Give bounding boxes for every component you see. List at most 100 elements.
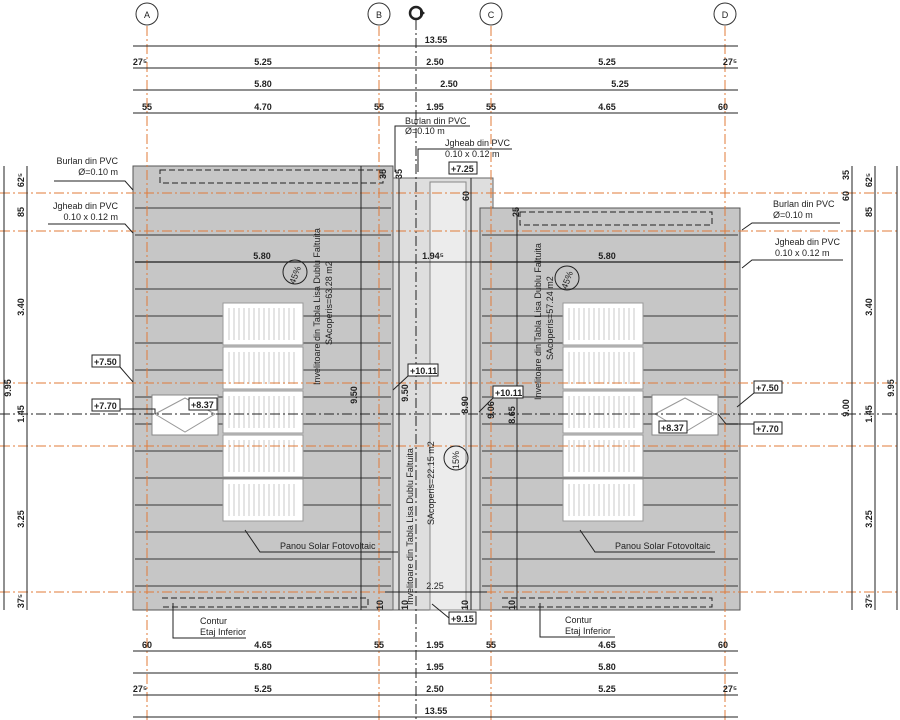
note-solar-right: Panou Solar Fotovoltaic: [579, 529, 715, 553]
svg-text:60: 60: [718, 640, 728, 650]
svg-text:1.95: 1.95: [426, 662, 444, 672]
svg-text:0.10 x 0.12 m: 0.10 x 0.12 m: [445, 149, 500, 159]
svg-text:5.80: 5.80: [598, 251, 616, 261]
note-jgheab-right: Jgheab din PVC 0.10 x 0.12 m: [741, 237, 843, 269]
note-burlan-left: Burlan din PVC Ø=0.10 m: [54, 156, 134, 191]
svg-text:Burlan din PVC: Burlan din PVC: [405, 116, 467, 126]
solar-panel: [222, 434, 304, 478]
svg-text:60: 60: [718, 102, 728, 112]
svg-text:SAcoperis=22.15 m2: SAcoperis=22.15 m2: [426, 441, 436, 525]
gutter-outline: [159, 169, 713, 608]
svg-text:5.25: 5.25: [254, 684, 272, 694]
svg-text:9.50: 9.50: [349, 386, 359, 404]
solar-panel: [562, 346, 644, 390]
svg-text:0.10 x 0.12 m: 0.10 x 0.12 m: [775, 248, 830, 258]
svg-text:+9.15: +9.15: [451, 614, 474, 624]
svg-text:55: 55: [486, 640, 496, 650]
svg-text:2.25: 2.25: [426, 581, 444, 591]
svg-text:13.55: 13.55: [425, 35, 448, 45]
solar-panel: [222, 390, 304, 434]
svg-text:85: 85: [16, 207, 26, 217]
svg-text:27⁵: 27⁵: [133, 684, 147, 694]
note-burlan-right: Burlan din PVC Ø=0.10 m: [741, 199, 840, 231]
svg-text:3.40: 3.40: [16, 298, 26, 316]
svg-text:+10.11: +10.11: [495, 388, 522, 398]
right-dimensions: 35 60 9.00 62⁵ 85 3.40 1.45 3.25 37⁵ 9.9…: [841, 166, 898, 610]
svg-text:5.80: 5.80: [254, 79, 272, 89]
svg-text:Contur: Contur: [200, 616, 227, 626]
svg-text:2.50: 2.50: [426, 684, 444, 694]
svg-text:25: 25: [511, 207, 521, 217]
svg-text:35: 35: [841, 170, 851, 180]
solar-panel: [562, 302, 644, 346]
svg-text:Contur: Contur: [565, 615, 592, 625]
svg-text:+7.50: +7.50: [756, 383, 779, 393]
svg-text:+8.37: +8.37: [661, 423, 684, 433]
svg-text:9.00: 9.00: [841, 399, 851, 417]
svg-text:9.50: 9.50: [400, 384, 410, 402]
top-dimensions: 13.55 27⁵ 5.25 2.50 5.25 27⁵ 5.80 2.50 5…: [133, 35, 738, 114]
level-markers: +7.25 +7.50 +7.70 +8.37 +7.50 +7.70 +8.3…: [91, 161, 783, 625]
solar-panel: [222, 346, 304, 390]
svg-text:2.50: 2.50: [426, 57, 444, 67]
left-dimensions: 9.95 62⁵ 85 3.40 1.45 3.25 37⁵: [3, 166, 28, 610]
svg-text:+7.25: +7.25: [451, 164, 474, 174]
svg-text:55: 55: [486, 102, 496, 112]
svg-text:1.45: 1.45: [864, 405, 874, 423]
solar-panel: [562, 390, 644, 434]
svg-text:1.95: 1.95: [426, 102, 444, 112]
svg-text:SAcoperis=63.28 m2: SAcoperis=63.28 m2: [324, 261, 334, 345]
svg-text:C: C: [488, 10, 495, 20]
svg-text:Ø=0.10 m: Ø=0.10 m: [405, 126, 445, 136]
svg-text:Etaj Inferior: Etaj Inferior: [565, 626, 611, 636]
grid-bubble-b: B: [367, 2, 391, 26]
svg-text:Invelitoare din Tabla Lisa Dub: Invelitoare din Tabla Lisa Dublu Faltuit…: [312, 228, 322, 385]
svg-text:55: 55: [142, 102, 152, 112]
svg-text:1.94⁵: 1.94⁵: [422, 251, 444, 261]
grid-bubble-c: C: [479, 2, 503, 26]
svg-text:4.70: 4.70: [254, 102, 272, 112]
svg-text:85: 85: [864, 207, 874, 217]
svg-text:+7.70: +7.70: [756, 424, 779, 434]
svg-text:A: A: [144, 10, 150, 20]
svg-text:4.65: 4.65: [598, 102, 616, 112]
slope-mid: 15%: [443, 445, 469, 471]
svg-text:27⁵: 27⁵: [133, 57, 147, 67]
svg-text:4.65: 4.65: [598, 640, 616, 650]
svg-text:Jgheab din PVC: Jgheab din PVC: [53, 201, 119, 211]
svg-text:3.25: 3.25: [864, 510, 874, 528]
svg-text:37⁵: 37⁵: [16, 594, 26, 608]
svg-text:+7.50: +7.50: [94, 357, 117, 367]
svg-text:35: 35: [394, 169, 404, 179]
svg-text:10: 10: [400, 600, 410, 610]
roof-material-right: Invelitoare din Tabla Lisa Dublu Faltuit…: [533, 243, 555, 400]
svg-text:8.65: 8.65: [507, 406, 517, 424]
svg-text:10: 10: [460, 600, 470, 610]
svg-text:15%: 15%: [451, 451, 461, 469]
svg-text:10: 10: [507, 600, 517, 610]
svg-text:10: 10: [375, 600, 385, 610]
svg-text:55: 55: [374, 640, 384, 650]
svg-text:Jgheab din PVC: Jgheab din PVC: [775, 237, 841, 247]
svg-text:4.65: 4.65: [254, 640, 272, 650]
svg-text:Panou Solar Fotovoltaic: Panou Solar Fotovoltaic: [280, 541, 376, 551]
note-contur-right: Contur Etaj Inferior: [539, 603, 615, 638]
svg-text:9.06: 9.06: [486, 401, 496, 419]
svg-text:3.25: 3.25: [16, 510, 26, 528]
svg-text:Burlan din PVC: Burlan din PVC: [773, 199, 835, 209]
svg-text:35: 35: [378, 169, 388, 179]
svg-text:Invelitoare din Tabla Lisa Dub: Invelitoare din Tabla Lisa Dublu Faltuit…: [533, 243, 543, 400]
note-jgheab-left: Jgheab din PVC 0.10 x 0.12 m: [48, 201, 134, 234]
grid-bubble-a: A: [135, 2, 159, 26]
svg-text:2.50: 2.50: [440, 79, 458, 89]
svg-text:60: 60: [841, 191, 851, 201]
svg-text:5.25: 5.25: [598, 57, 616, 67]
svg-text:Panou Solar Fotovoltaic: Panou Solar Fotovoltaic: [615, 541, 711, 551]
svg-text:Ø=0.10 m: Ø=0.10 m: [78, 167, 118, 177]
solar-panel: [562, 478, 644, 522]
solar-panel: [222, 478, 304, 522]
svg-text:5.25: 5.25: [611, 79, 629, 89]
svg-text:9.95: 9.95: [886, 379, 896, 397]
svg-text:D: D: [722, 10, 729, 20]
